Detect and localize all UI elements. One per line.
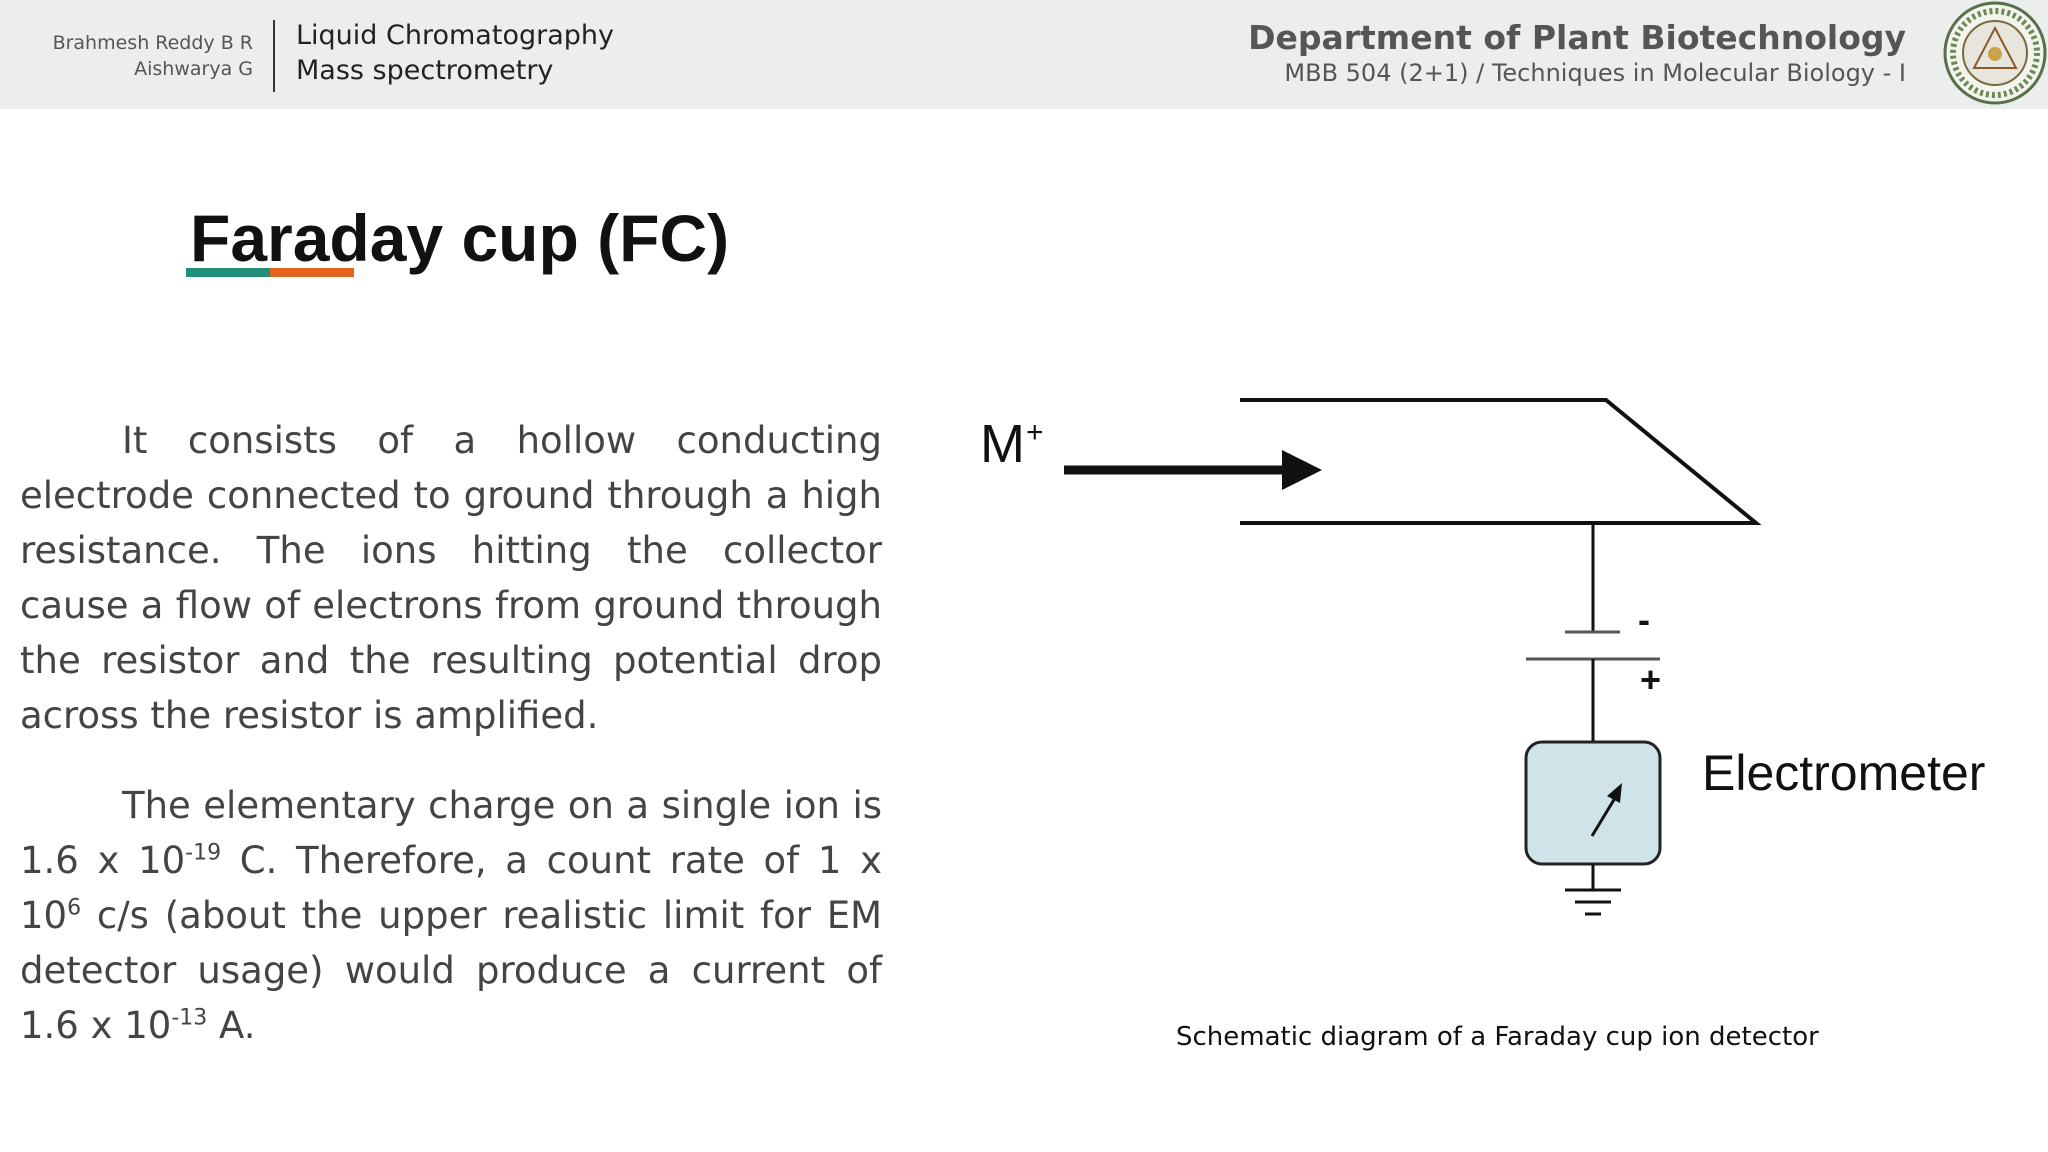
author-1: Brahmesh Reddy B R (52, 32, 253, 54)
title-underline-orange (270, 268, 354, 277)
slide-header: Brahmesh Reddy B R Aishwarya G Liquid Ch… (0, 0, 2048, 109)
text-segment: c/s (about the upper realistic limit for… (20, 894, 882, 1047)
faraday-cup-collector (1240, 398, 1762, 525)
electrometer-box (1524, 740, 1662, 866)
ion-beam-arrow-head (1282, 450, 1322, 490)
faraday-cup-diagram: M + - + Electrometer (980, 398, 1985, 916)
superscript: -13 (171, 1005, 208, 1031)
electrometer-needle-head (1607, 783, 1622, 803)
paragraph-charge: The elementary charge on a single ion is… (20, 778, 882, 1053)
paragraph-description: It consists of a hollow conducting elect… (20, 419, 882, 737)
department-block: Department of Plant Biotechnology MBB 50… (1248, 18, 1906, 88)
slide-title: Faraday cup (FC) (190, 201, 730, 275)
author-names: Brahmesh Reddy B R Aishwarya G (53, 30, 253, 82)
superscript: 6 (67, 895, 82, 921)
electrometer-needle (1590, 797, 1617, 837)
superscript: -19 (185, 840, 222, 866)
ion-charge-label: + (1026, 416, 1044, 449)
title-underline-teal (186, 268, 270, 277)
topic-line-1: Liquid Chromatography (296, 20, 614, 51)
header-divider (273, 20, 275, 92)
ion-label: M (980, 414, 1025, 474)
topic-title: Liquid Chromatography Mass spectrometry (296, 18, 614, 88)
university-seal-logo (1943, 1, 2047, 105)
author-2: Aishwarya G (134, 58, 253, 80)
plus-sign-label: + (1640, 659, 1661, 700)
text-segment: A. (207, 1004, 256, 1047)
electrometer-label: Electrometer (1702, 745, 1985, 801)
diagram-caption: Schematic diagram of a Faraday cup ion d… (1176, 1022, 1819, 1052)
course-name: MBB 504 (2+1) / Techniques in Molecular … (1284, 59, 1906, 87)
minus-sign-label: - (1638, 599, 1650, 640)
text-segment: C. Therefore, a count rate of 1 x 10 (20, 839, 882, 937)
text-segment: The elementary charge on a single ion is… (20, 784, 882, 882)
department-name: Department of Plant Biotechnology (1248, 18, 1906, 57)
topic-line-2: Mass spectrometry (296, 55, 554, 86)
